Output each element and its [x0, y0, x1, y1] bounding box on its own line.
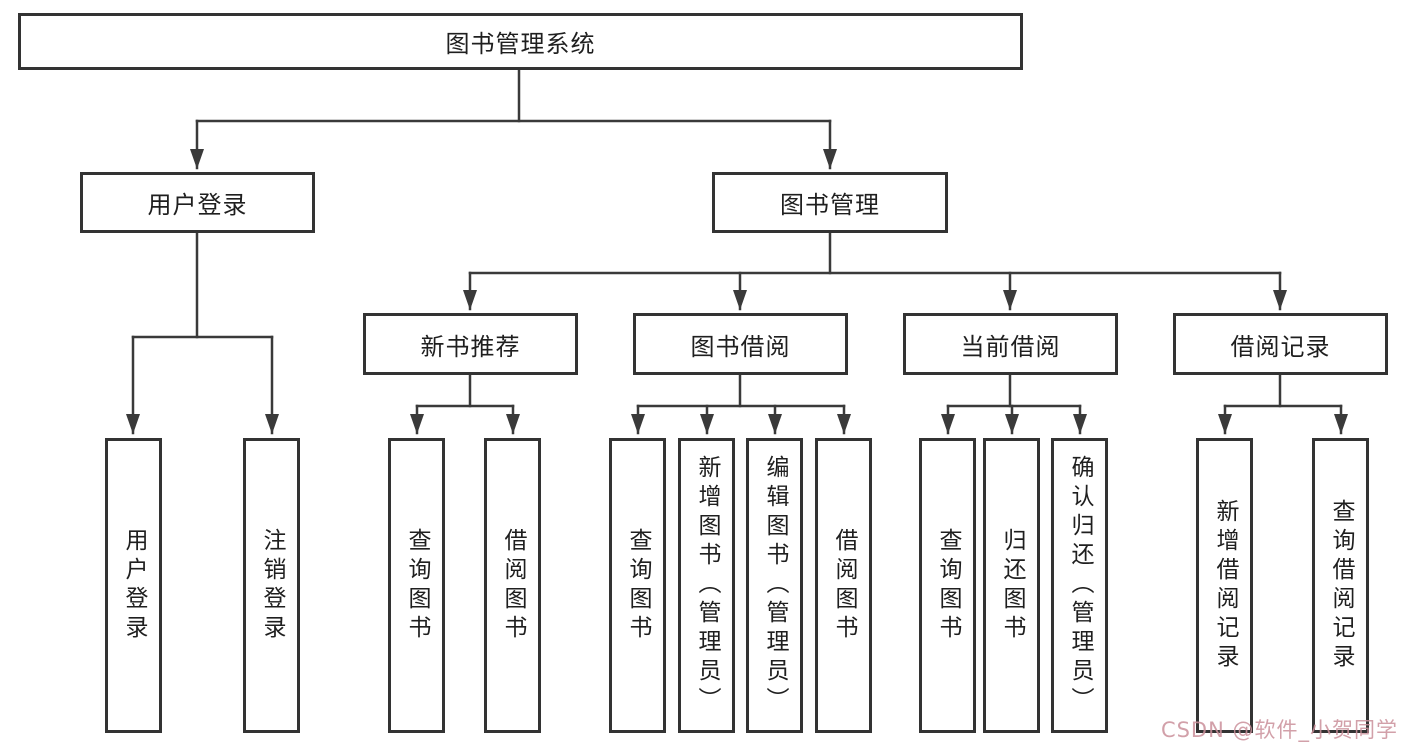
node-label: 图书管理系统: [445, 30, 596, 58]
node-label: 借阅记录: [1230, 332, 1331, 361]
leaf-logout: 注销登录: [243, 438, 300, 733]
node-current-borrowing: 当前借阅: [903, 313, 1118, 375]
node-label: 新书推荐: [420, 332, 521, 361]
node-label: 查询图书: [404, 527, 430, 644]
node-label: 借阅图书: [500, 527, 526, 644]
leaf-query-books-current: 查询图书: [919, 438, 976, 733]
node-label: 用户登录: [121, 527, 147, 644]
node-library-management-system: 图书管理系统: [18, 13, 1023, 70]
csdn-watermark: CSDN @软件_小贺同学: [1160, 718, 1398, 742]
node-label: 查询图书: [625, 527, 651, 644]
leaf-add-book-admin: 新增图书（管理员）: [678, 438, 735, 733]
node-label: 用户登录: [147, 191, 248, 219]
leaf-borrow-books-borrowing: 借阅图书: [815, 438, 872, 733]
node-book-borrowing: 图书借阅: [633, 313, 848, 375]
leaf-edit-book-admin: 编辑图书（管理员）: [746, 438, 803, 733]
leaf-borrow-books-recommend: 借阅图书: [484, 438, 541, 733]
node-label: 归还图书: [999, 527, 1025, 644]
node-label: 查询图书: [935, 527, 961, 644]
node-new-book-recommendation: 新书推荐: [363, 313, 578, 375]
node-label: 注销登录: [259, 527, 285, 644]
leaf-query-books-recommend: 查询图书: [388, 438, 445, 733]
leaf-query-borrow-record: 查询借阅记录: [1312, 438, 1369, 733]
node-label: 新增图书（管理员）: [694, 455, 720, 716]
node-label: 查询借阅记录: [1328, 498, 1354, 673]
leaf-query-books-borrowing: 查询图书: [609, 438, 666, 733]
node-borrowing-records: 借阅记录: [1173, 313, 1388, 375]
node-label: 确认归还（管理员）: [1067, 455, 1093, 716]
node-label: 新增借阅记录: [1212, 498, 1238, 673]
node-label: 编辑图书（管理员）: [762, 455, 788, 716]
leaf-user-login: 用户登录: [105, 438, 162, 733]
node-user-login: 用户登录: [80, 172, 315, 233]
leaf-return-book: 归还图书: [983, 438, 1040, 733]
node-book-management: 图书管理: [712, 172, 948, 233]
leaf-add-borrow-record: 新增借阅记录: [1196, 438, 1253, 733]
node-label: 借阅图书: [831, 527, 857, 644]
node-label: 图书借阅: [690, 332, 791, 361]
node-label: 当前借阅: [960, 332, 1061, 361]
node-label: 图书管理: [780, 191, 880, 219]
leaf-confirm-return-admin: 确认归还（管理员）: [1051, 438, 1108, 733]
